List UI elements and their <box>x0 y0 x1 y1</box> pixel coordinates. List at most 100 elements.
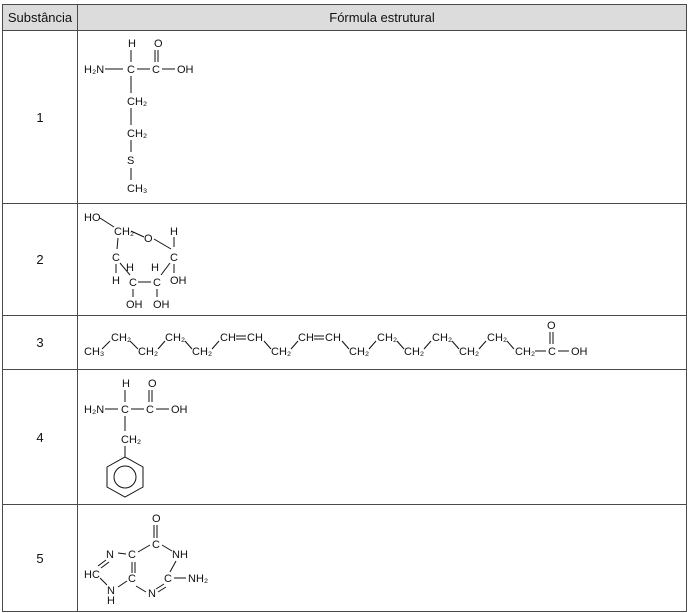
substance-number: 5 <box>2 504 78 612</box>
bond-line <box>99 577 108 585</box>
atom-label: CH₂ <box>271 346 291 358</box>
atom-label: H <box>107 595 115 607</box>
bond-line <box>211 340 220 349</box>
bond-line <box>119 262 131 275</box>
atom-label: C <box>121 404 129 416</box>
atom-label: H <box>122 378 130 390</box>
table-row: 4 H O H₂N C C OH CH₂ <box>2 369 687 505</box>
atom-label: CH₂ <box>349 346 369 358</box>
atom-label: C <box>152 64 160 76</box>
methionine-structure: H O H₂N C C OH CH₂ CH₂ S CH₃ <box>84 38 194 195</box>
table-row: 1 H O H₂N C C OH CH₂ CH₂ S <box>2 30 687 204</box>
atom-label: O <box>144 233 153 245</box>
atom-label: C <box>170 252 178 264</box>
bond-line <box>117 580 128 587</box>
bond-line <box>184 340 193 349</box>
structure-phenylalanine: H O H₂N C C OH CH₂ <box>77 369 687 505</box>
bond-line <box>506 340 515 349</box>
table-row: 3 CH₃ CH₂ CH₂ CH₂ CH₂ CH CH CH₂ CH <box>2 315 687 370</box>
atom-label: CH₃ <box>127 183 147 195</box>
table-row: 5 O C NH C NH₂ N C C N <box>2 504 687 612</box>
structures-table: Substância Fórmula estrutural 1 H O H₂N … <box>2 4 687 612</box>
atom-label: OH <box>153 299 170 311</box>
atom-label: C <box>128 573 136 585</box>
bond-line <box>157 586 167 592</box>
guanine-structure: O C NH C NH₂ N C C N HC <box>84 513 208 607</box>
atom-label: OH <box>126 299 143 311</box>
atom-label: CH₂ <box>127 96 147 108</box>
bond-line <box>155 583 165 589</box>
structure-guanine: O C NH C NH₂ N C C N HC <box>77 504 687 612</box>
bond-line <box>99 217 115 227</box>
bond-line <box>106 455 144 498</box>
bond-line <box>368 340 377 349</box>
bond-line <box>97 559 107 566</box>
atom-label: CH₂ <box>404 346 424 358</box>
atom-label: HC <box>84 569 100 581</box>
atom-label: NH₂ <box>188 573 208 585</box>
bond-line <box>153 238 172 249</box>
table-row: 2 HO CH₂ O H C C H OH H H C <box>2 203 687 316</box>
phenylalanine-structure: H O H₂N C C OH CH₂ <box>84 378 188 498</box>
bond-line <box>157 340 166 349</box>
atom-label: C <box>128 549 136 561</box>
bond-line <box>263 340 272 349</box>
substance-number: 4 <box>2 369 78 505</box>
bond-line <box>478 340 487 349</box>
atom-label: CH₂ <box>459 346 479 358</box>
ribose-structure: HO CH₂ O H C C H OH H H C C <box>84 212 187 311</box>
atom-label: NH <box>172 549 188 561</box>
header-formula: Fórmula estrutural <box>77 4 687 31</box>
bond-line <box>100 561 110 568</box>
aromatic-ring-circle <box>113 465 137 488</box>
substance-number: 3 <box>2 315 78 370</box>
bond-line <box>130 230 145 237</box>
atom-label: CH <box>298 332 314 344</box>
atom-label: S <box>127 155 134 167</box>
atom-label: CH₂ <box>165 332 185 344</box>
atom-label: O <box>154 38 163 50</box>
atom-label: OH <box>177 64 194 76</box>
bond-line <box>160 262 171 275</box>
atom-label: C <box>127 64 135 76</box>
bond-line <box>116 237 119 249</box>
atom-label: CH₂ <box>515 346 535 358</box>
header-substance: Substância <box>2 4 78 31</box>
atom-label: C <box>112 252 120 264</box>
atom-label: H <box>151 262 159 274</box>
atom-label: OH <box>170 275 187 287</box>
atom-label: CH <box>325 332 341 344</box>
atom-label: CH₂ <box>111 332 131 344</box>
atom-label: CH₂ <box>487 332 507 344</box>
bond-line <box>129 340 139 349</box>
atom-label: CH₂ <box>127 128 147 140</box>
substance-number: 2 <box>2 203 78 316</box>
atom-label: H₂N <box>84 64 104 76</box>
atom-label: CH₃ <box>84 346 104 358</box>
atom-label: C <box>152 539 160 551</box>
bond-line <box>169 560 177 572</box>
atom-label: O <box>547 320 556 332</box>
atom-label: CH₂ <box>121 434 141 446</box>
bond-line <box>101 340 111 349</box>
bond-line <box>290 340 299 349</box>
atom-label: C <box>146 404 154 416</box>
atom-label: H <box>170 226 178 238</box>
atom-label: HO <box>84 212 101 224</box>
atom-label: CH₂ <box>114 226 134 238</box>
bond-line <box>135 585 147 592</box>
bond-line <box>161 544 173 551</box>
atom-label: OH <box>571 346 588 358</box>
atom-label: CH <box>247 332 263 344</box>
substance-number: 1 <box>2 30 78 204</box>
atom-label: CH₂ <box>377 332 397 344</box>
atom-label: H <box>128 38 136 50</box>
atom-label: C <box>548 346 556 358</box>
structure-methionine: H O H₂N C C OH CH₂ CH₂ S CH₃ <box>77 30 687 204</box>
atom-label: CH <box>220 332 236 344</box>
structure-ribose: HO CH₂ O H C C H OH H H C C <box>77 203 687 316</box>
bond-line <box>137 544 151 552</box>
atom-label: O <box>148 378 157 390</box>
header-row: Substância Fórmula estrutural <box>2 4 687 31</box>
atom-label: CH₂ <box>192 346 212 358</box>
